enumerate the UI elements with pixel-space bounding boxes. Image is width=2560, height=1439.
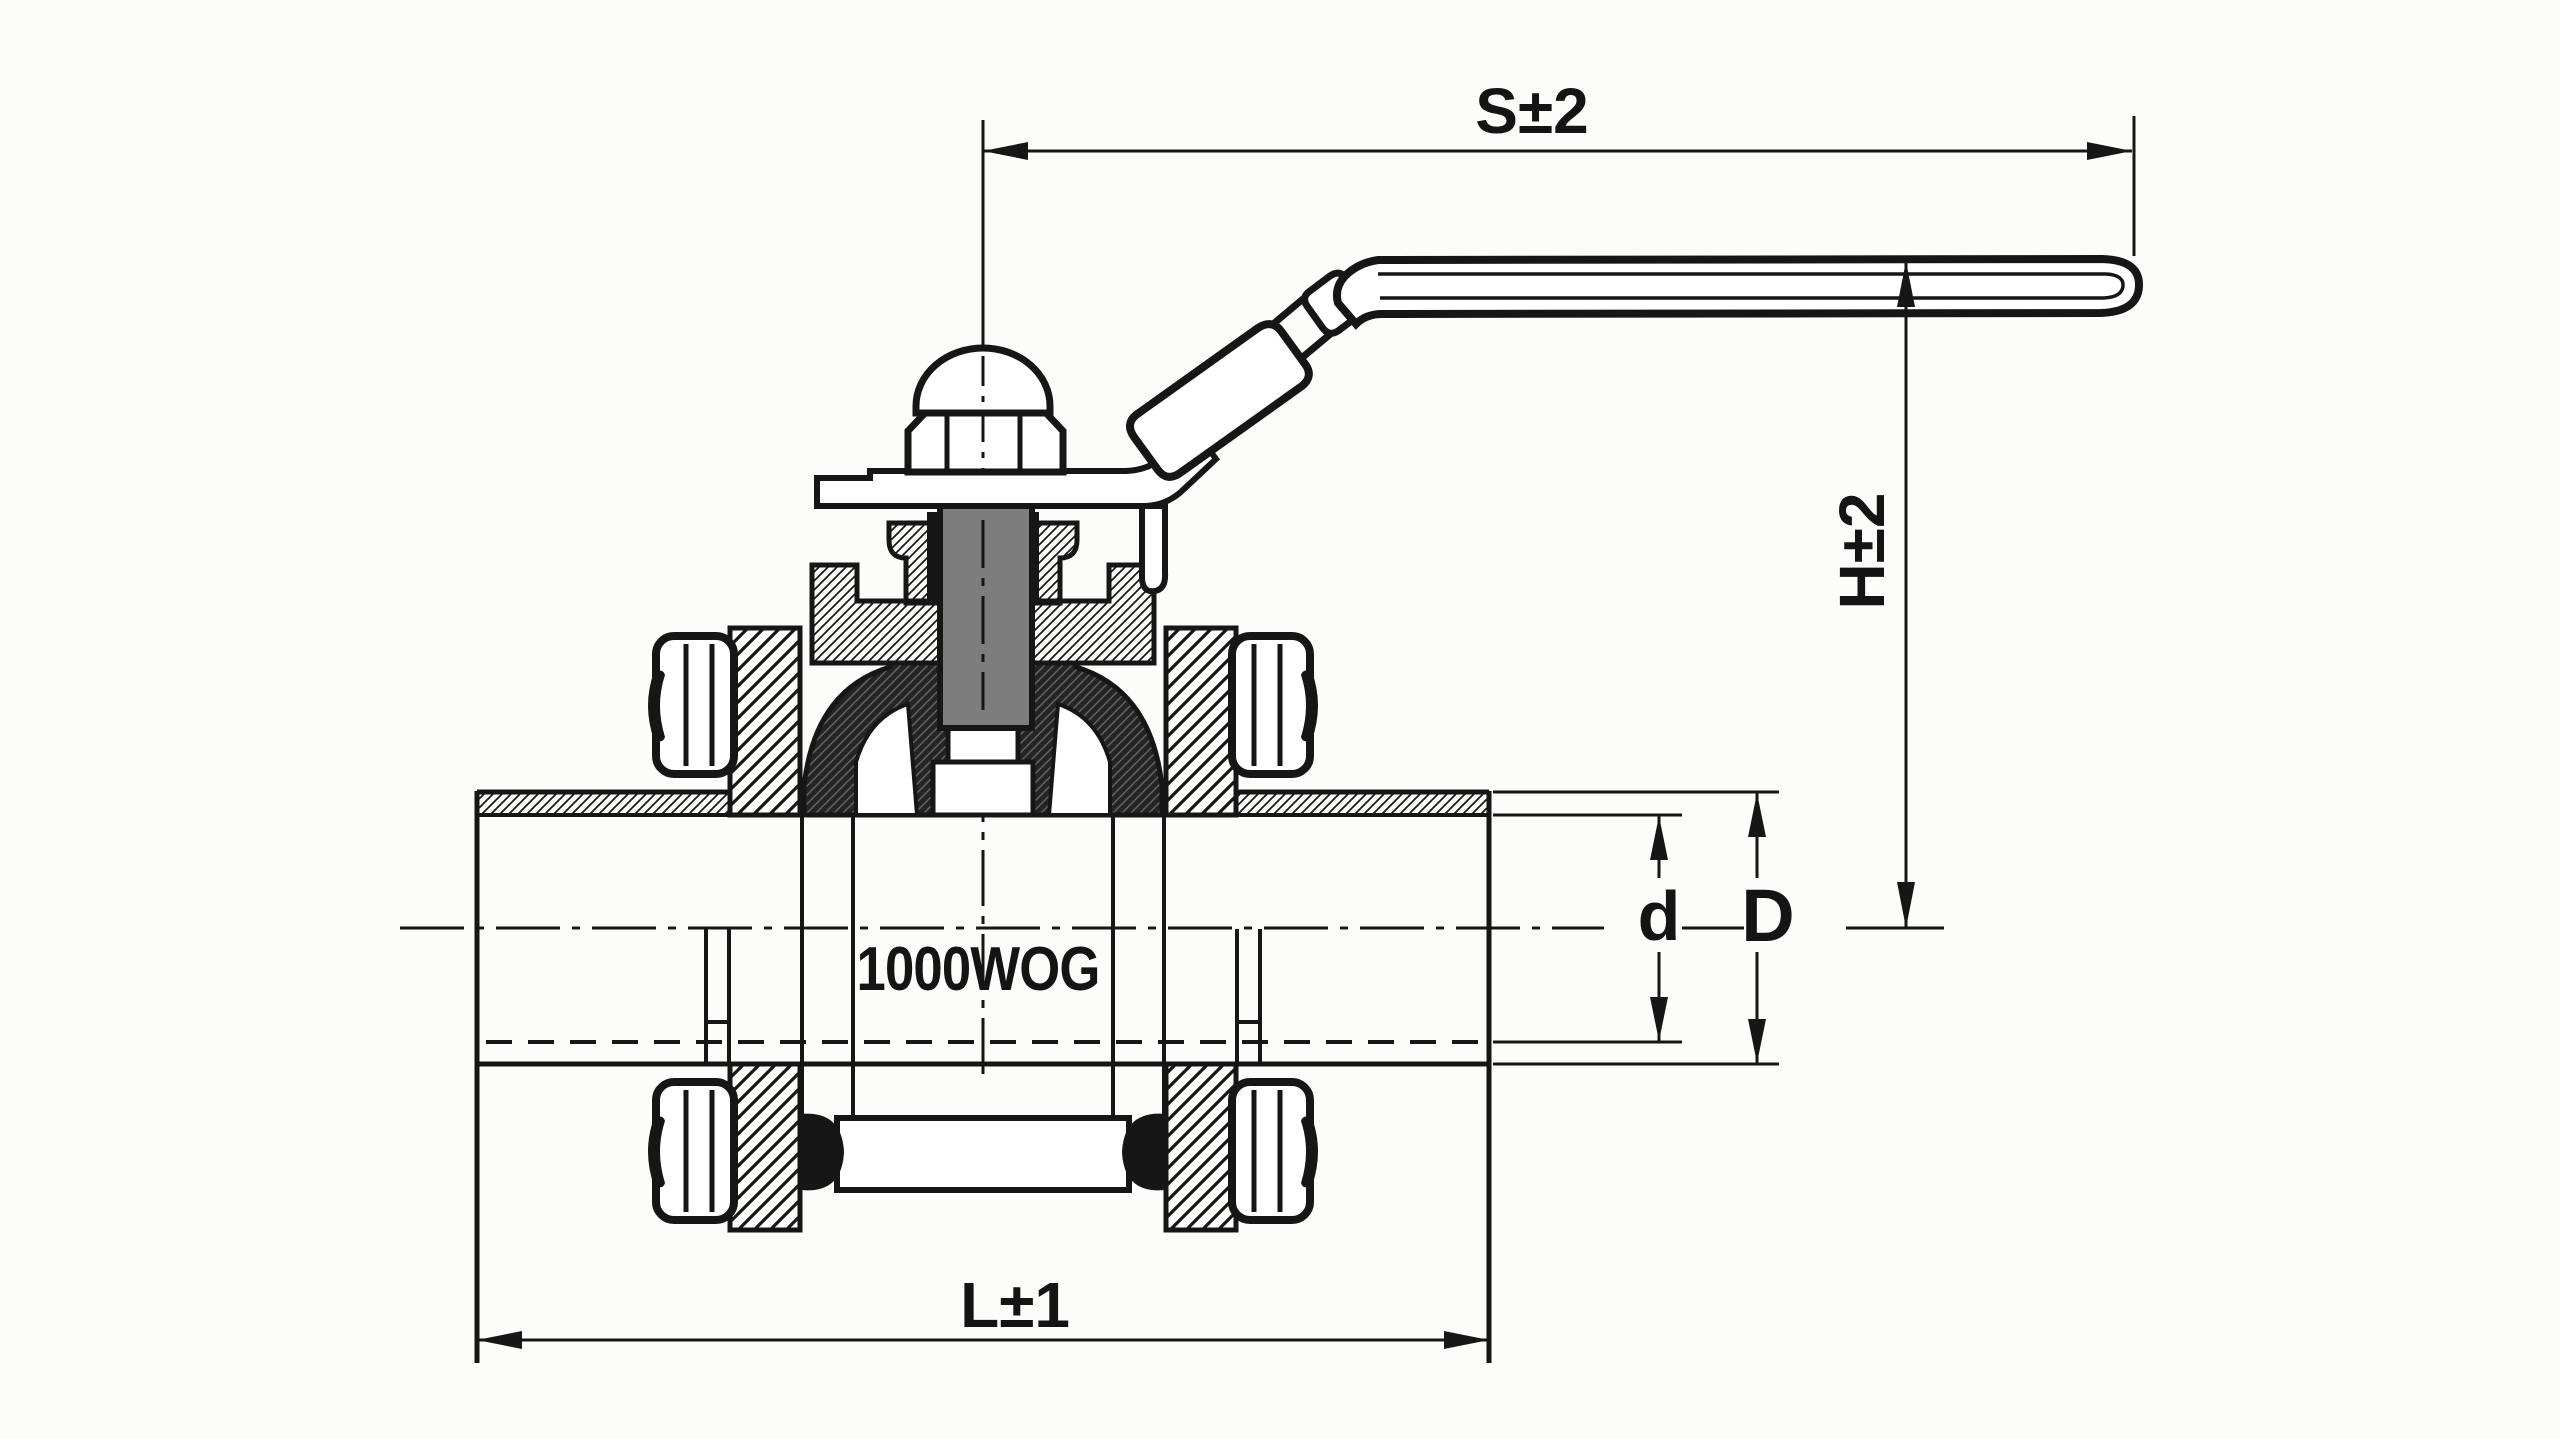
- dimension-d-bore: [1493, 813, 1682, 1044]
- flange-top-left: [727, 625, 803, 818]
- bonnet-assembly: [809, 503, 1157, 731]
- dimension-l: [477, 1331, 1489, 1349]
- flange-bottom-left: [727, 1061, 803, 1233]
- bottom-tie-bolt: [834, 1115, 1132, 1193]
- flange-top-right: [1163, 625, 1239, 818]
- pipe: [400, 120, 1944, 1363]
- pipe-wall-hatch-right: [1234, 793, 1489, 815]
- dimension-h: [1897, 261, 1915, 928]
- stem-foot-lower: [930, 759, 1036, 818]
- bottom-seal-right: [1122, 1113, 1166, 1191]
- seat-ring-left: [854, 701, 920, 817]
- label-d-outer: D: [1741, 874, 1794, 957]
- label-d-bore: d: [1638, 877, 1681, 955]
- handle-grip: [1332, 254, 2143, 330]
- rear-bolt-lines: [704, 929, 1262, 1062]
- ball-cavity: [801, 660, 1165, 818]
- label-pressure-rating: 1000WOG: [857, 935, 1100, 1004]
- flange-bottom-right: [1163, 1061, 1239, 1233]
- label-s: S±2: [1475, 75, 1588, 147]
- bracket-stop-tab: [1139, 503, 1169, 595]
- stem-hex-nut: [904, 409, 1067, 476]
- valve-body-center: [800, 816, 1166, 1193]
- pipe-wall-hatch-left: [477, 793, 732, 815]
- label-h: H±2: [1826, 493, 1898, 610]
- stem-top-assembly: [814, 344, 1220, 595]
- seat-ring-right: [1046, 701, 1112, 817]
- handle-sleeve: [1126, 320, 1313, 481]
- handle: [1126, 254, 2143, 481]
- tie-bolts: [648, 632, 1318, 1224]
- bottom-seal-left: [800, 1113, 844, 1191]
- dimension-d-outer: [1493, 790, 1779, 1066]
- valve-stem: [937, 503, 1035, 731]
- dimension-s: [983, 116, 2136, 256]
- label-l: L±1: [960, 1269, 1070, 1341]
- stem-foot-upper: [945, 724, 1021, 765]
